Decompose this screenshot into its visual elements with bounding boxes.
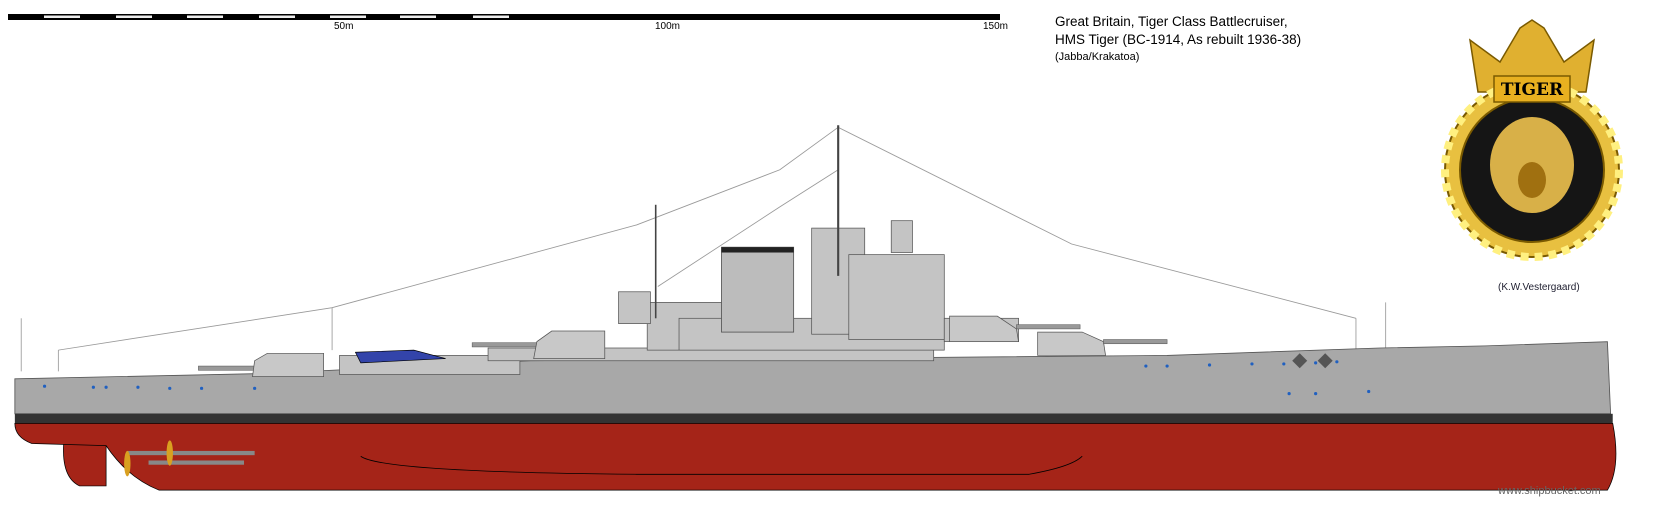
turret-q <box>471 330 606 359</box>
crest-name: TIGER <box>1500 80 1564 100</box>
crest-credit: (K.W.Vestergaard) <box>1498 282 1580 293</box>
title-line-1: Great Britain, Tiger Class Battlecruiser… <box>1055 14 1288 29</box>
scale-label-150m: 150m <box>983 21 1009 32</box>
portholes <box>42 360 1371 396</box>
ship-crest <box>1441 19 1623 261</box>
scale-label-100m: 100m <box>655 21 681 32</box>
crest-name-plate <box>1493 75 1571 103</box>
author-credit: (Jabba/Krakatoa) <box>1055 51 1140 63</box>
superstructure <box>339 220 1019 375</box>
turret-b <box>949 315 1081 343</box>
scale-bar <box>8 14 1000 20</box>
main-turrets <box>198 315 1168 378</box>
battlecruiser-profile <box>14 125 1617 491</box>
turret-a <box>1037 331 1168 356</box>
propellers <box>124 440 255 477</box>
seaplane <box>354 349 446 364</box>
watermark: www.shipbucket.com <box>1498 485 1601 497</box>
hull-below-waterline <box>14 422 1617 491</box>
scale-label-50m: 50m <box>334 21 354 32</box>
anchors <box>1292 353 1333 369</box>
title-line-2: HMS Tiger (BC-1914, As rebuilt 1936-38) <box>1055 32 1302 47</box>
funnel-cap <box>721 247 794 253</box>
bilge-keel <box>360 455 1083 475</box>
rudder <box>63 443 107 487</box>
boot-top <box>14 413 1613 424</box>
turret-y <box>198 352 324 378</box>
rigging <box>20 126 1387 372</box>
funnel <box>721 246 795 333</box>
naval-crown <box>1468 19 1596 93</box>
